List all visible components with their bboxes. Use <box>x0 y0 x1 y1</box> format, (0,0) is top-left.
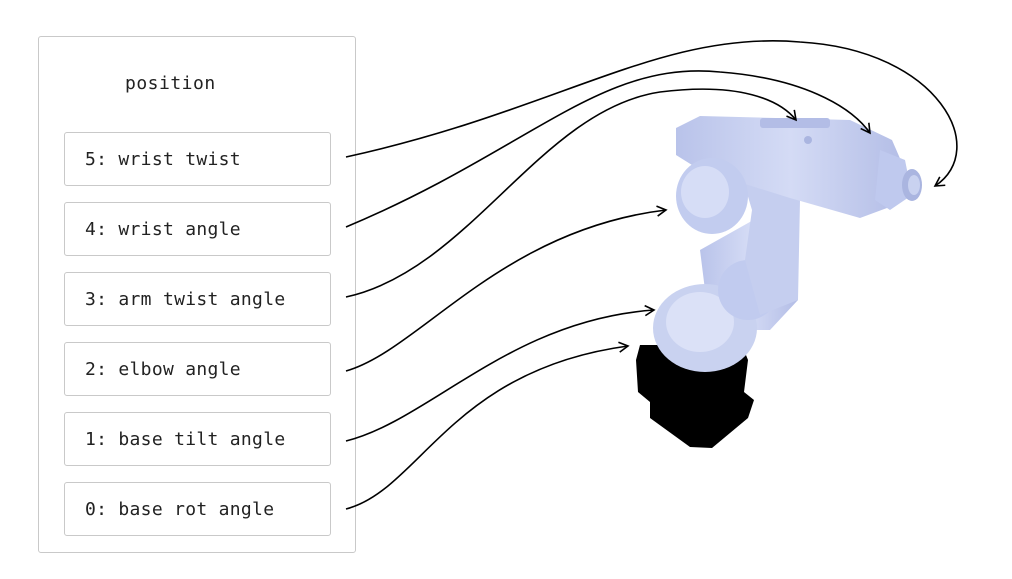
arrow-joint-1 <box>345 304 656 442</box>
robot-arm <box>636 116 922 448</box>
joint-5-wrist-twist[interactable]: 5: wrist twist <box>64 132 331 186</box>
joint-4-wrist-angle[interactable]: 4: wrist angle <box>64 202 331 256</box>
panel-title: position <box>125 73 216 94</box>
joint-2-elbow-angle[interactable]: 2: elbow angle <box>64 342 331 396</box>
robot-wrist <box>875 150 912 210</box>
arrow-joint-4 <box>345 70 871 228</box>
position-panel: position 5: wrist twist 4: wrist angle 3… <box>38 36 356 553</box>
arrow-joint-5 <box>345 40 958 187</box>
joint-0-base-rot-angle[interactable]: 0: base rot angle <box>64 482 331 536</box>
arrow-joint-0 <box>345 341 630 510</box>
joint-1-base-tilt-angle[interactable]: 1: base tilt angle <box>64 412 331 466</box>
robot-base <box>636 345 754 448</box>
arrow-joint-2 <box>345 205 668 372</box>
connector-arrows <box>345 40 958 510</box>
robot-upper-arm <box>676 116 905 218</box>
arrow-joint-3 <box>345 88 798 298</box>
robot-upper-column <box>740 165 800 315</box>
joint-3-arm-twist-angle[interactable]: 3: arm twist angle <box>64 272 331 326</box>
